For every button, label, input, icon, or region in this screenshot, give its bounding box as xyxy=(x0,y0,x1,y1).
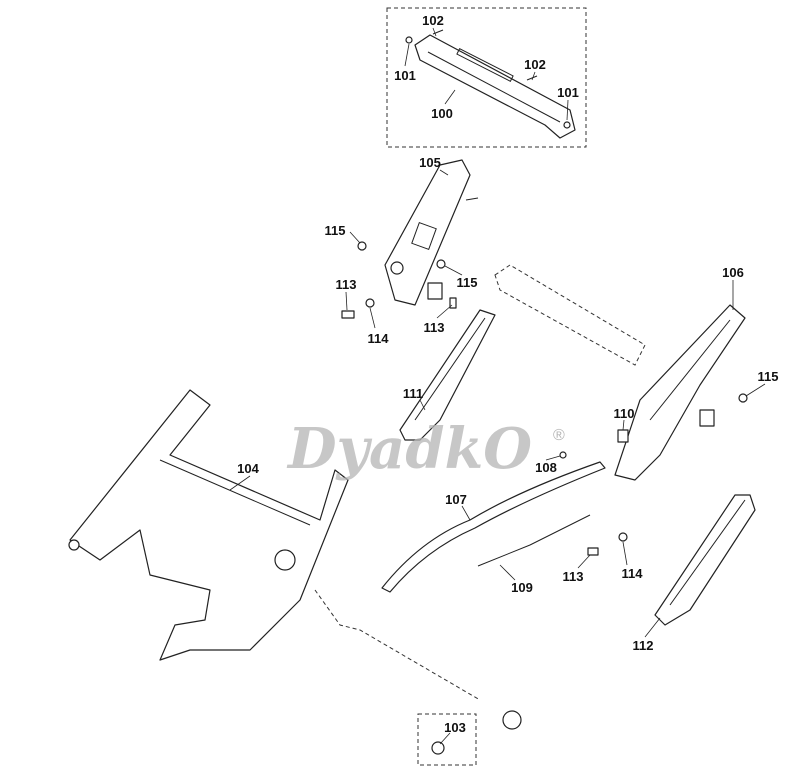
part-114-washer xyxy=(365,298,375,308)
part-109-spring xyxy=(477,514,591,567)
part-100-bracket xyxy=(405,29,576,139)
part-114-washer xyxy=(618,532,628,542)
label-114: 114 xyxy=(368,331,390,346)
group-box-103 xyxy=(417,713,477,766)
part-115-nut xyxy=(436,259,446,269)
label-115: 115 xyxy=(325,223,346,238)
label-109: 109 xyxy=(511,580,533,595)
label-113: 113 xyxy=(336,277,357,292)
label-103: 103 xyxy=(444,720,466,735)
part-106-side-plate xyxy=(614,304,746,481)
label-111: 111 xyxy=(403,386,423,401)
label-107: 107 xyxy=(445,492,467,507)
part-113-bolt xyxy=(341,310,355,319)
part-107-lever xyxy=(381,461,606,593)
label-104: 104 xyxy=(237,461,259,476)
label-115: 115 xyxy=(758,369,779,384)
part-110-bolt xyxy=(617,429,629,443)
label-105: 105 xyxy=(419,155,441,170)
label-106: 106 xyxy=(722,265,744,280)
part-104-rear-housing xyxy=(68,389,349,661)
part-knob xyxy=(502,710,522,730)
group-box-100 xyxy=(386,7,587,148)
label-108: 108 xyxy=(535,460,557,475)
cable xyxy=(314,589,481,701)
label-115: 115 xyxy=(457,275,478,290)
label-114: 114 xyxy=(622,566,644,581)
svg-text:DyadkO: DyadkO xyxy=(286,416,532,482)
part-115-nut xyxy=(357,241,367,251)
label-110: 110 xyxy=(614,406,635,421)
part-113-bolt xyxy=(587,547,599,556)
leader-lines xyxy=(229,27,766,745)
label-101: 101 xyxy=(557,85,579,100)
part-108-pin xyxy=(559,451,567,459)
part-115-nut xyxy=(738,393,748,403)
label-112: 112 xyxy=(633,638,654,653)
part-105-side-plate xyxy=(384,159,479,306)
label-113: 113 xyxy=(563,569,584,584)
part-113-bolt xyxy=(449,297,457,309)
clip-part xyxy=(427,282,443,300)
axle-tube xyxy=(494,264,646,366)
watermark-logo: DyadkO ® xyxy=(286,416,565,482)
label-102: 102 xyxy=(422,13,444,28)
label-101: 101 xyxy=(394,68,416,83)
svg-text:®: ® xyxy=(553,427,565,444)
label-113: 113 xyxy=(424,320,445,335)
part-103-washer xyxy=(431,741,445,755)
label-102: 102 xyxy=(524,57,546,72)
label-100: 100 xyxy=(431,106,453,121)
part-112-bracket xyxy=(654,494,756,626)
